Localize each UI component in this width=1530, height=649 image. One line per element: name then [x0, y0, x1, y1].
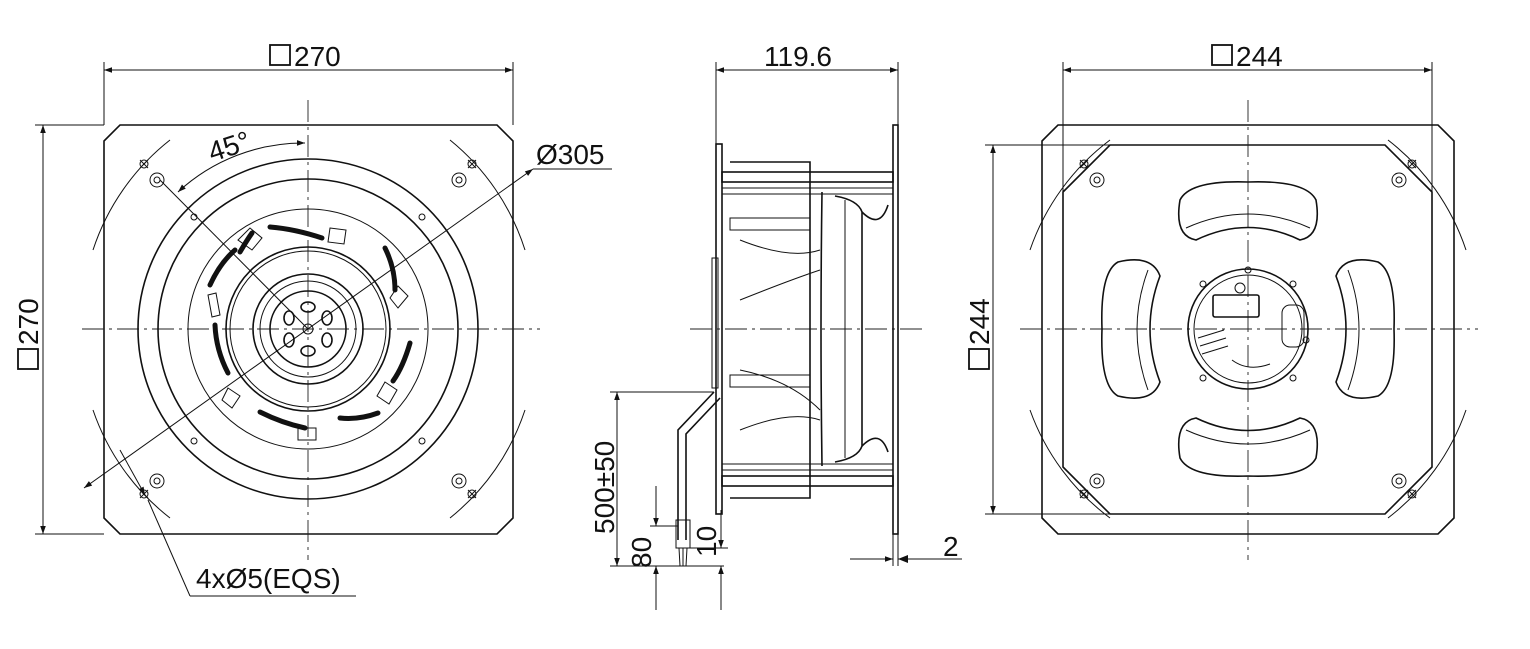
rear-inner-plate [1062, 144, 1433, 515]
cable [677, 391, 715, 540]
flange-dim: 2 [943, 531, 959, 562]
cable-length-dim: 500±50 [589, 441, 620, 534]
holes-label: 4xØ5(EQS) [196, 563, 341, 594]
side-view: 119.6 2 500±50 80 10 [589, 41, 962, 610]
rear-view: 244 244 [964, 41, 1478, 560]
front-width-dim: 270 [294, 41, 341, 72]
spacer-rod-bottom [721, 475, 894, 487]
electronics-housing [1187, 268, 1309, 390]
spacer-rod-top [721, 171, 894, 183]
depth-dim: 119.6 [764, 41, 832, 72]
angle-label: 45° [204, 125, 254, 168]
rear-mounting-holes [1079, 159, 1417, 499]
wire-end-dim: 10 [691, 526, 722, 557]
diameter-label: Ø305 [536, 139, 605, 170]
front-view: 270 270 45° Ø305 4xØ5(EQS) [13, 41, 612, 597]
rear-openings [1101, 181, 1395, 477]
rear-width-dim: 244 [1236, 41, 1283, 72]
front-mounting-plate [103, 124, 514, 535]
front-height-dim: 270 [13, 298, 44, 345]
rear-height-dim: 244 [964, 298, 995, 345]
strip-length-dim: 80 [626, 537, 657, 568]
rear-mounting-plate [1041, 124, 1455, 535]
